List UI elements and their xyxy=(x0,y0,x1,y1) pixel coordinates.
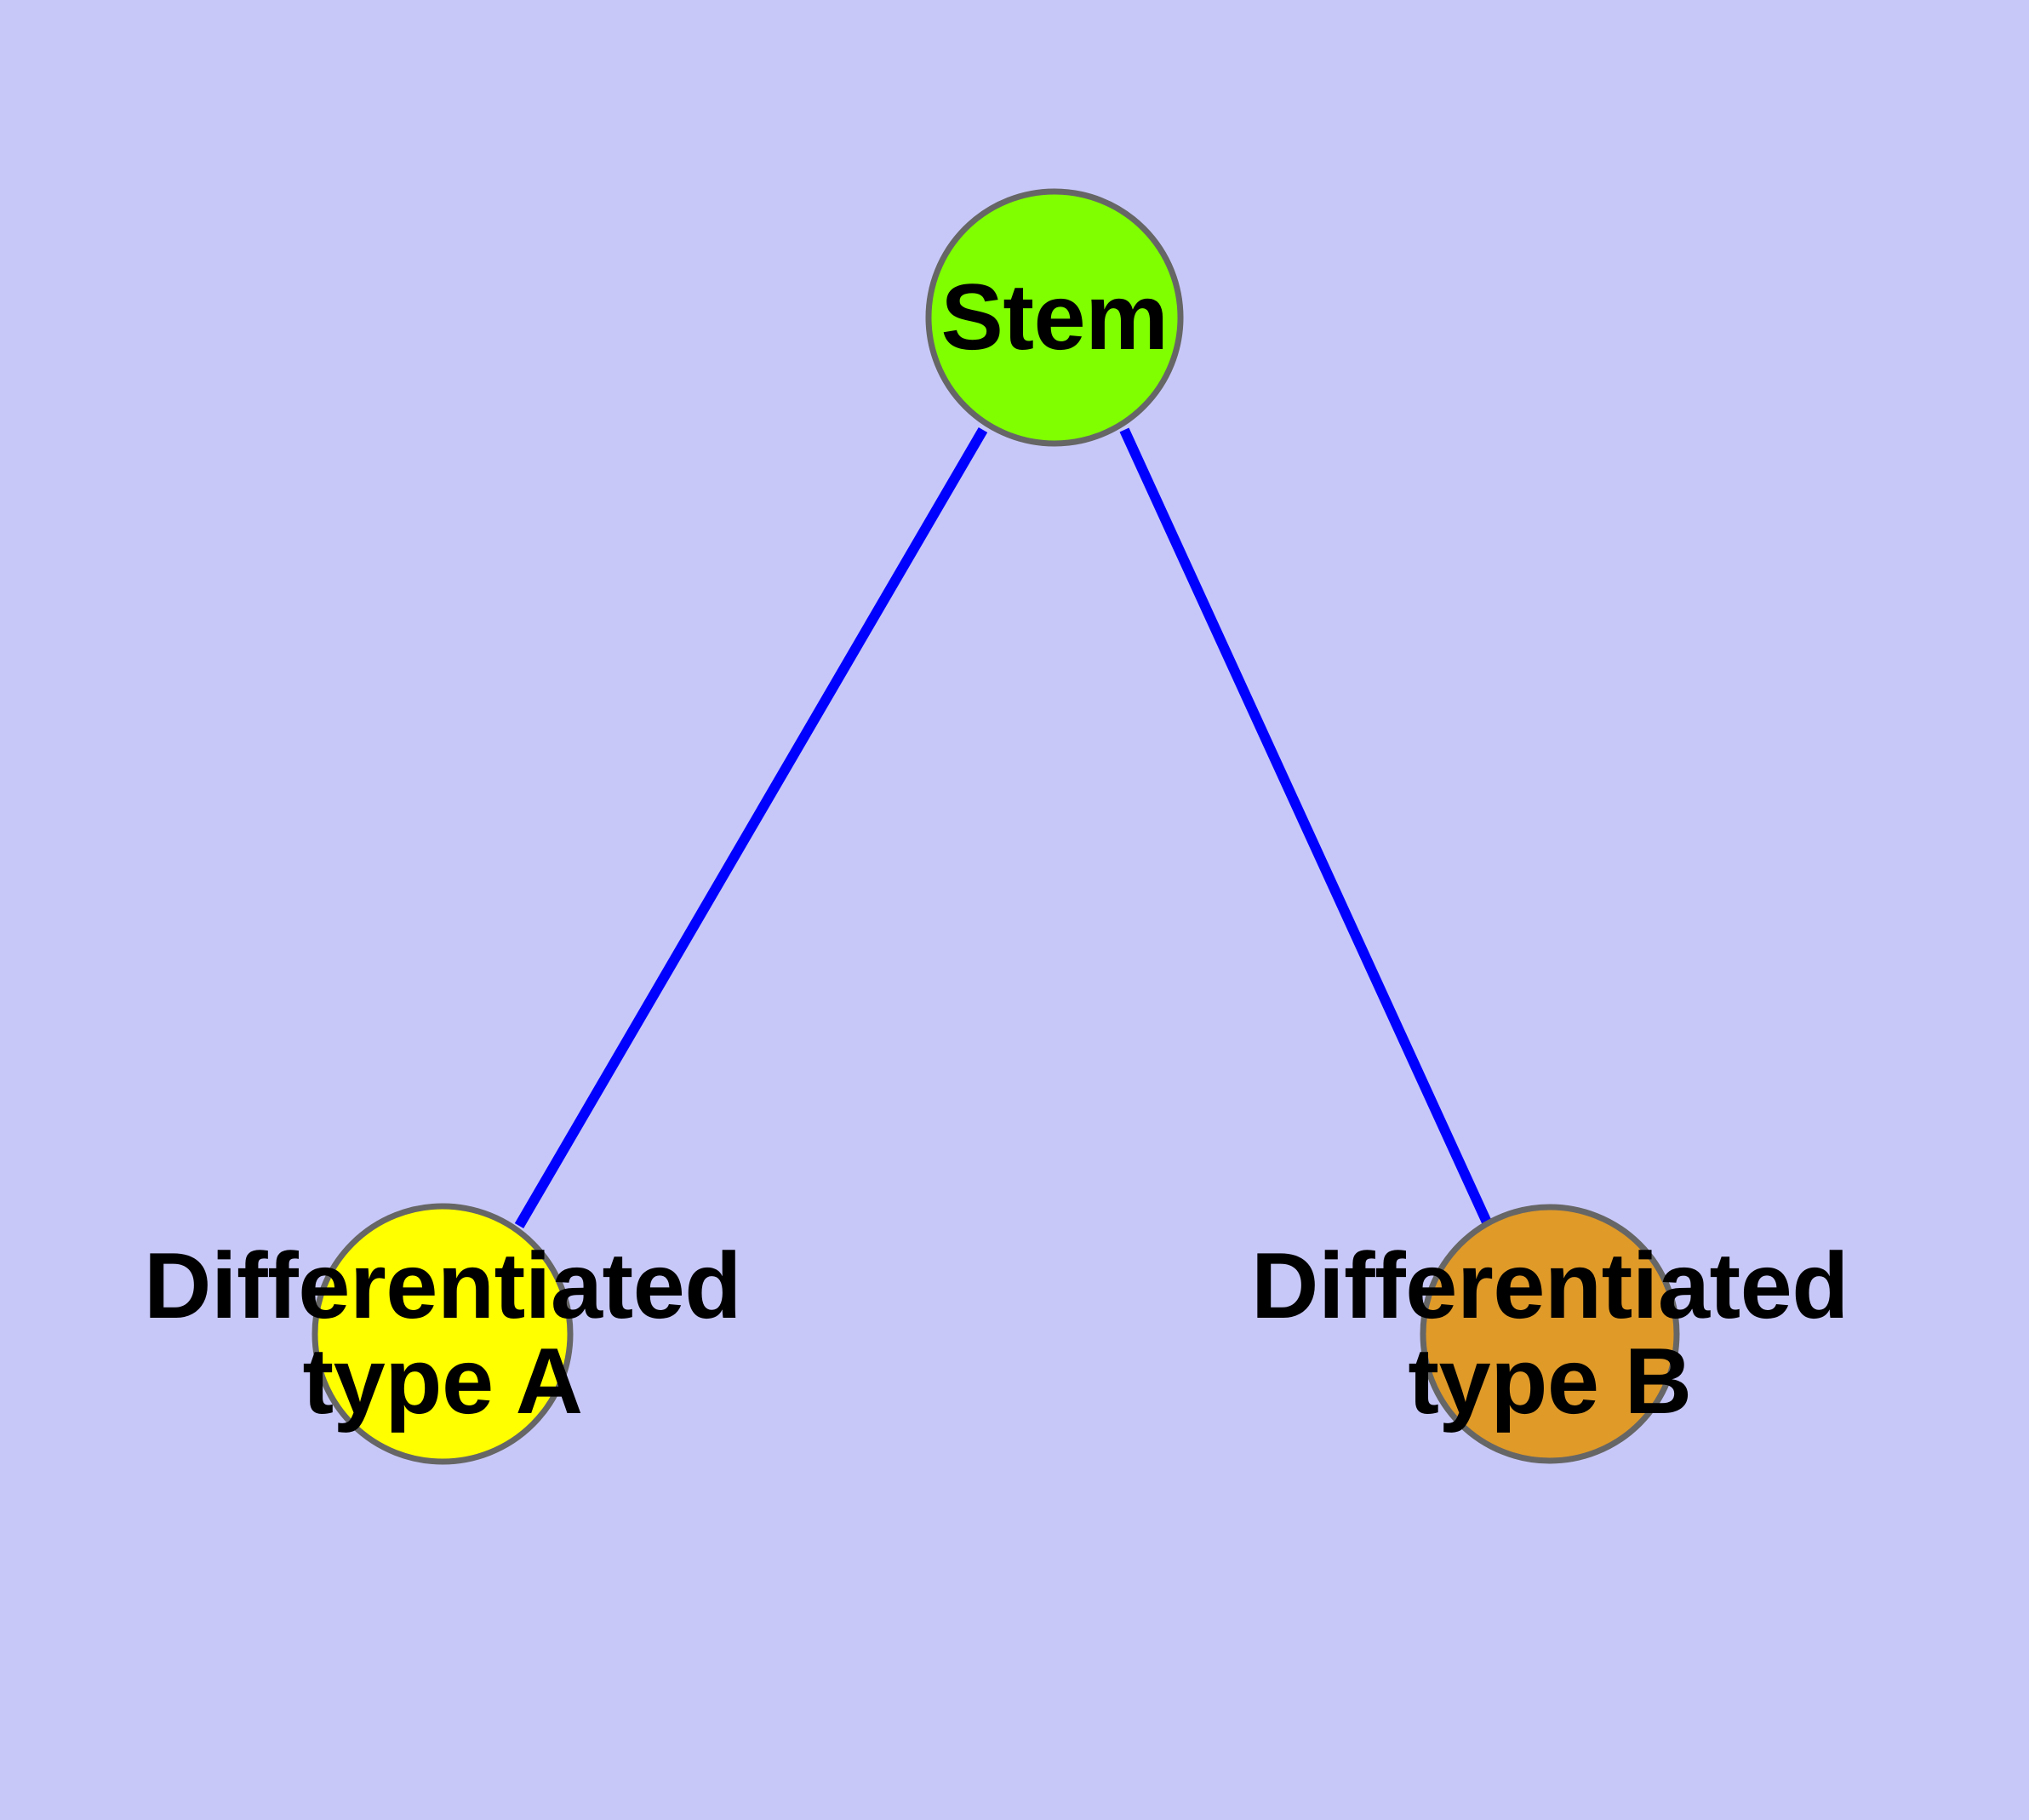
node-layer xyxy=(311,188,1680,1465)
graph-node-hit-diff_b[interactable] xyxy=(1423,1207,1677,1461)
graph-node-hit-stem[interactable] xyxy=(929,192,1180,444)
graph-node-diff_b[interactable] xyxy=(1420,1204,1680,1464)
graph-edge-stem-to-diff_b[interactable] xyxy=(1119,427,1493,1227)
edge-layer xyxy=(514,426,1493,1229)
graph-node-stem[interactable] xyxy=(925,188,1184,447)
graph-node-hit-diff_a[interactable] xyxy=(315,1206,570,1462)
graph-edge-stem-to-diff_a[interactable] xyxy=(514,426,988,1229)
graph-node-diff_a[interactable] xyxy=(311,1203,574,1465)
